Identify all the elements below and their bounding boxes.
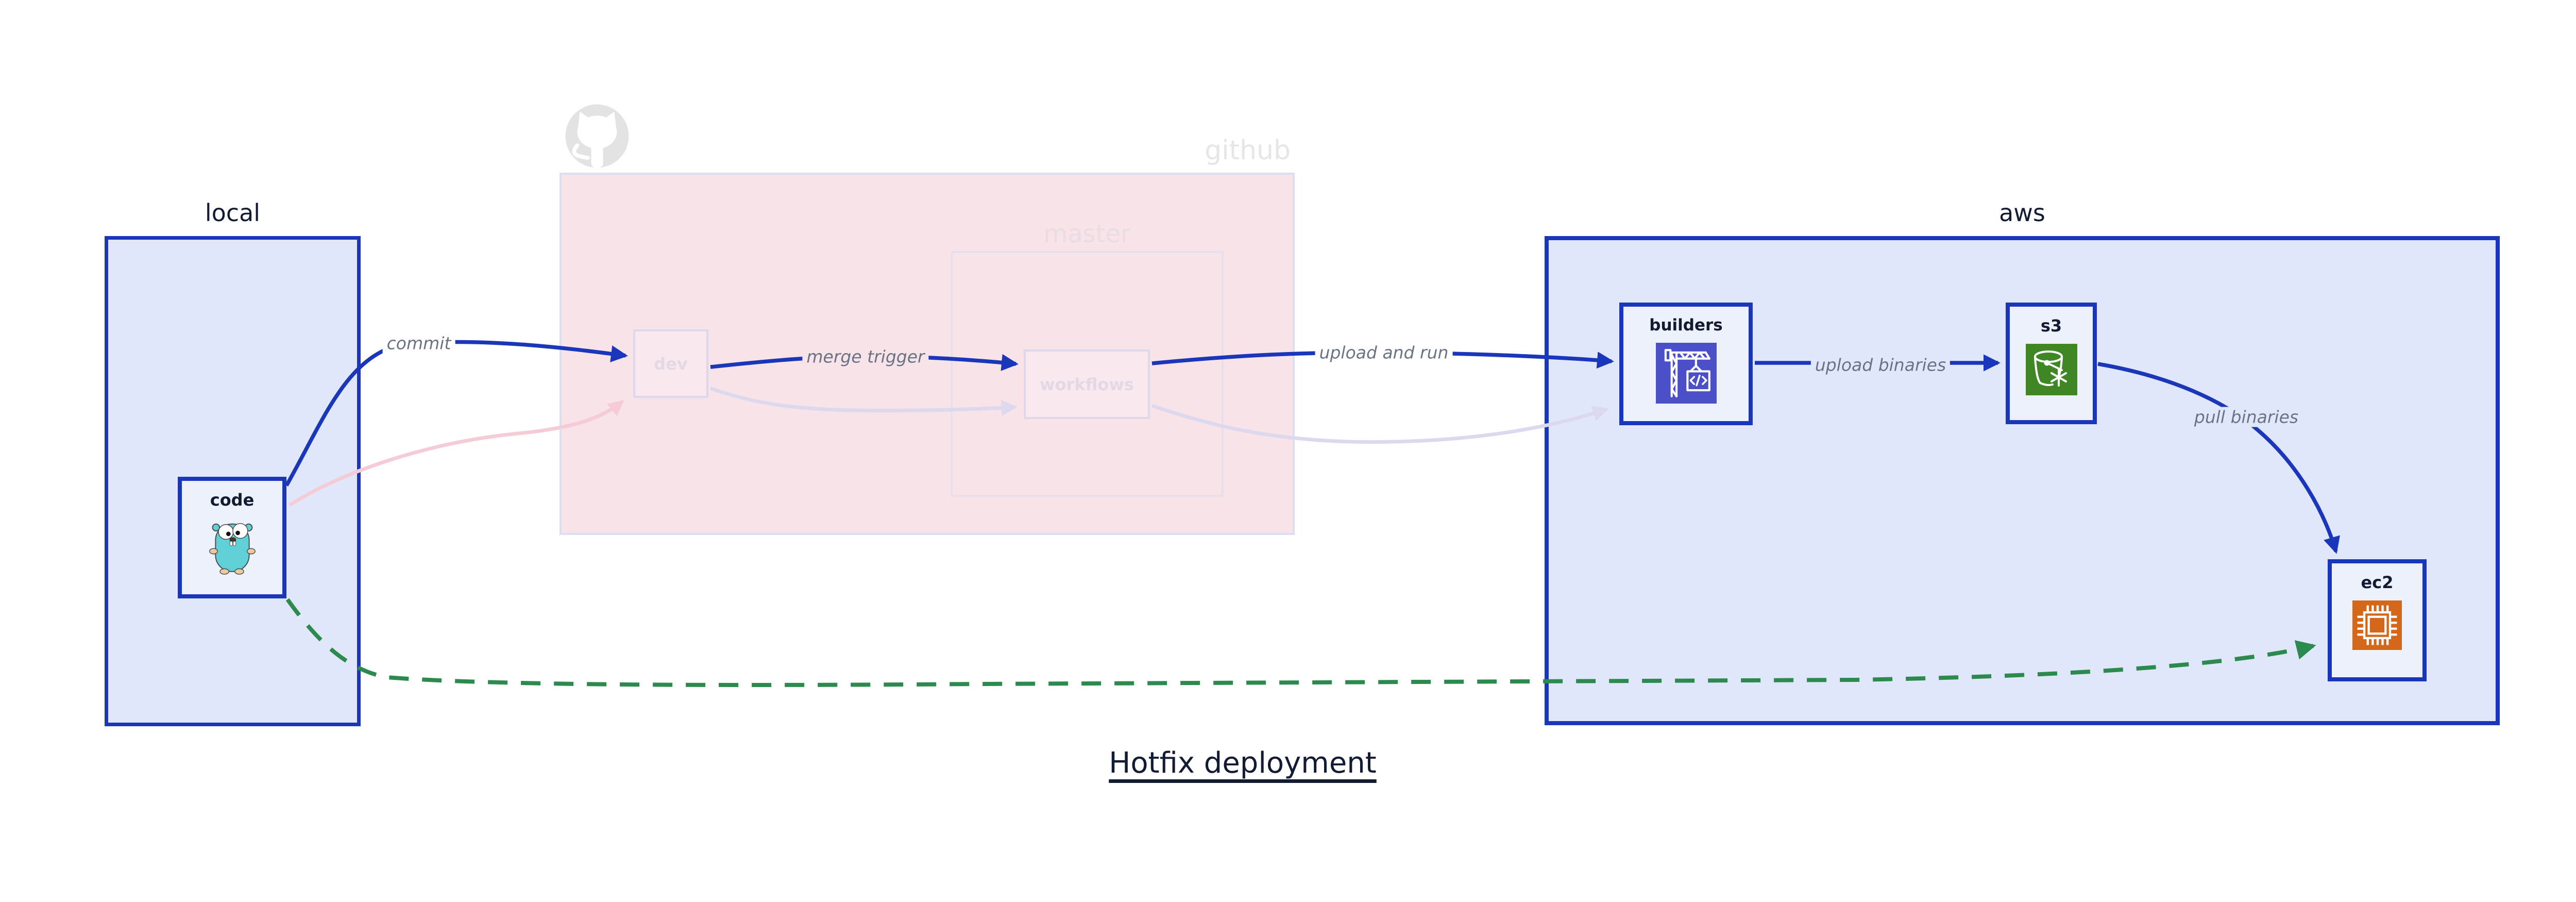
node-builders: builders: [1619, 303, 1753, 425]
node-builders-label: builders: [1649, 316, 1723, 335]
node-code: code: [178, 477, 286, 598]
node-s3-label: s3: [2040, 316, 2062, 336]
aws-ec2-chip-icon: [2352, 600, 2402, 650]
diagram-title: Hotfix deployment: [1109, 746, 1377, 780]
edge-label-commit: commit: [382, 333, 455, 354]
edge-label-pull-binaries: pull binaries: [2190, 407, 2303, 427]
master-group-box: [951, 251, 1224, 497]
github-group-label: github: [1205, 135, 1291, 166]
go-gopher-icon: [209, 523, 256, 575]
node-ec2: ec2: [2328, 559, 2427, 681]
aws-codebuild-icon: [1655, 343, 1717, 404]
github-octocat-icon: [565, 104, 629, 168]
edge-label-merge-trigger: merge trigger: [802, 346, 929, 367]
node-workflows: workflows: [1024, 349, 1150, 419]
node-code-label: code: [210, 490, 255, 510]
node-s3: s3: [2006, 303, 2097, 424]
node-dev: dev: [633, 329, 708, 398]
aws-s3-glacier-bucket-icon: [2025, 344, 2077, 395]
local-group-label: local: [205, 199, 261, 227]
master-group-label: master: [1043, 220, 1131, 248]
edge-label-upload-binaries: upload binaries: [1810, 355, 1951, 375]
edge-label-upload-and-run: upload and run: [1315, 342, 1453, 363]
node-workflows-label: workflows: [1040, 374, 1134, 394]
aws-group-label: aws: [1999, 199, 2045, 227]
node-ec2-label: ec2: [2361, 573, 2394, 592]
node-dev-label: dev: [654, 354, 688, 374]
